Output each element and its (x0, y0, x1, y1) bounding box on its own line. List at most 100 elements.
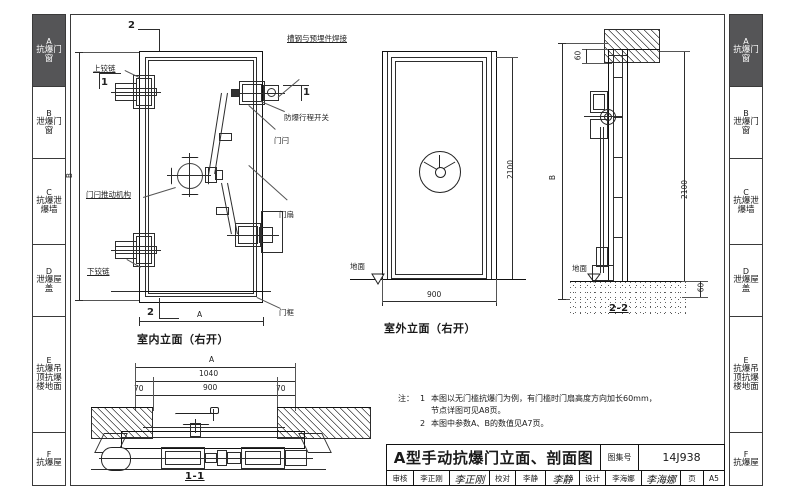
note-number-2 (420, 405, 431, 417)
section-1-1-drawing: A 1040 900 70 70 (91, 351, 371, 482)
title-block: A型手动抗爆门立面、剖面图 图集号 14J938 审核 李正刚 李正刚 校对 李… (386, 444, 725, 486)
dim-900-sec11: 900 (203, 383, 218, 392)
atlas-number-value: 14J938 (638, 445, 724, 470)
dim-1040: 1040 (199, 369, 219, 378)
note-row-2: 节点详图可见A8页。 (398, 405, 718, 417)
tab-label: 抗爆门窗 (36, 44, 62, 64)
tab-label: 抗爆泄爆墙 (36, 195, 62, 215)
tab-letter: E (46, 356, 52, 366)
note-text-3: 本图中参数A、B的数值见A7页。 (431, 418, 549, 428)
note-number-3: 2 (420, 418, 426, 428)
label-explosion-switch: 防爆行程开关 (284, 113, 329, 122)
label-ground-section: 地面 (572, 264, 587, 273)
notes-lead-spacer-2 (398, 418, 420, 430)
note-row-1: 注： 1 本图以无门槛抗爆门为例，有门槛时门扇高度方向加长60mm， (398, 393, 718, 405)
name-reviewer: 李正刚 (413, 471, 449, 485)
label-upper-hinge: 上铰链 (93, 64, 116, 73)
dim-left-70: 70 (134, 384, 144, 393)
tab-letter: F (46, 449, 52, 459)
tab-letter: B (46, 108, 52, 118)
dim-height-2100: 2100 (506, 159, 516, 180)
note-text-1: 本图以无门槛抗爆门为例，有门槛时门扇高度方向加长60mm， (431, 394, 657, 403)
tab-label: 抗爆门窗 (733, 44, 759, 64)
note-number-1: 1 (420, 394, 426, 403)
tab-label: 抗爆屋 (36, 458, 62, 469)
note-row-3: 2 本图中参数A、B的数值见A7页。 (398, 418, 718, 430)
name-checker: 李静 (515, 471, 545, 485)
dim-right-70: 70 (276, 384, 286, 393)
tab-label: 抗爆吊顶抗爆楼地面 (733, 364, 759, 393)
dim-width-a: A (197, 310, 203, 319)
dim-top-60: 60 (573, 50, 583, 61)
dim-a-sec11: A (209, 355, 215, 364)
dim-height-b: B (65, 172, 75, 179)
signature-reviewer: 李正刚 (449, 471, 489, 486)
tab-label: 抗爆屋 (733, 458, 759, 469)
role-reviewer: 审核 (392, 473, 408, 483)
exterior-elevation-drawing: 2100 地面 900 室外立面（右开） (336, 15, 556, 345)
caption-section-2-2: 2-2 (609, 303, 629, 314)
tab-letter: A (46, 36, 52, 46)
tab-letter: E (743, 356, 749, 366)
label-lower-hinge: 下铰链 (87, 267, 110, 276)
label-door-frame: 门框 (279, 308, 294, 317)
tab-label: 泄爆屋盖 (733, 274, 759, 294)
label-bolt-drive: 门闩推动机构 (86, 190, 131, 199)
tab-letter: C (743, 187, 749, 197)
tab-label: 泄爆屋盖 (36, 274, 62, 294)
role-designer: 设计 (579, 471, 605, 485)
signature-designer: 李海娜 (641, 471, 680, 486)
notes-block: 注： 1 本图以无门槛抗爆门为例，有门槛时门扇高度方向加长60mm， 节点详图可… (398, 393, 718, 430)
notes-lead: 注： (398, 394, 414, 403)
section-mark-2-bottom: 2 (147, 307, 154, 318)
title-block-main-row: A型手动抗爆门立面、剖面图 图集号 14J938 (387, 445, 724, 471)
note-text-2: 节点详图可见A8页。 (431, 406, 506, 416)
section-mark-1-right: 1 (303, 87, 310, 98)
label-channel-weld-1: 槽钢与预埋件焊接 (287, 34, 347, 43)
tab-label: 抗爆吊顶抗爆楼地面 (36, 364, 62, 393)
caption-section-1-1: 1-1 (185, 471, 205, 482)
notes-lead-spacer (398, 405, 420, 417)
label-door-leaf: 门扇 (279, 210, 294, 219)
tab-letter: D (742, 266, 750, 276)
dim-bottom-60: 60 (696, 282, 706, 293)
tab-label: 抗爆泄爆墙 (733, 195, 759, 215)
tab-letter: A (743, 36, 749, 46)
label-ground-exterior: 地面 (350, 262, 365, 271)
page-label: 页 (680, 471, 703, 485)
label-bolt-top: 门闩 (274, 136, 289, 145)
interior-elevation-drawing: 2 B 1 1 上铰 (65, 15, 347, 346)
caption-interior-elevation: 室内立面（右开） (137, 333, 229, 346)
title-block-signature-row: 审核 李正刚 李正刚 校对 李静 李静 设计 李海娜 李海娜 页 A5 (387, 471, 724, 486)
section-2-2-drawing: B 60 (548, 15, 726, 345)
role-checker: 校对 (489, 471, 515, 485)
tab-letter: B (743, 108, 749, 118)
dim-height-2100-sec: 2100 (680, 179, 690, 200)
tab-letter: F (743, 449, 749, 459)
tab-letter: D (45, 266, 53, 276)
ground-symbol-icon (371, 273, 385, 285)
name-designer: 李海娜 (605, 471, 641, 485)
drawing-frame: 2 B 1 1 上铰 (65, 14, 726, 486)
caption-exterior-elevation: 室外立面（右开） (384, 322, 476, 335)
tab-label: 泄爆门窗 (36, 116, 62, 136)
atlas-number-label: 图集号 (600, 445, 638, 470)
tab-letter: C (46, 187, 52, 197)
signature-checker: 李静 (545, 471, 579, 486)
tab-label: 泄爆门窗 (733, 116, 759, 136)
drawing-title: A型手动抗爆门立面、剖面图 (393, 449, 594, 467)
